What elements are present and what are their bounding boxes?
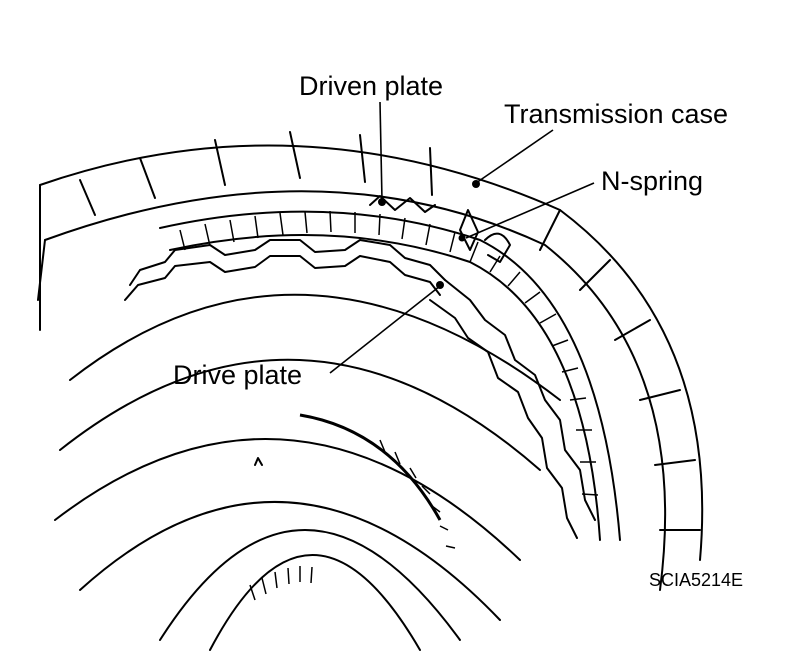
leader-lines	[329, 101, 595, 374]
leader-transmission-case	[475, 129, 554, 184]
driven-plate-band	[159, 195, 621, 541]
leader-driven-plate	[379, 101, 383, 201]
clutch-hub	[54, 293, 561, 651]
leader-n-spring	[465, 182, 595, 239]
label-transmission-case: Transmission case	[504, 99, 729, 129]
label-driven-plate: Driven plate	[299, 71, 444, 101]
label-n-spring: N-spring	[601, 166, 704, 196]
label-drive-plate: Drive plate	[173, 360, 303, 390]
leader-drive-plate	[329, 285, 441, 374]
figure-code: SCIA5214E	[649, 570, 744, 590]
transmission-case-outline	[37, 131, 704, 591]
drive-plate-stack	[124, 239, 596, 539]
